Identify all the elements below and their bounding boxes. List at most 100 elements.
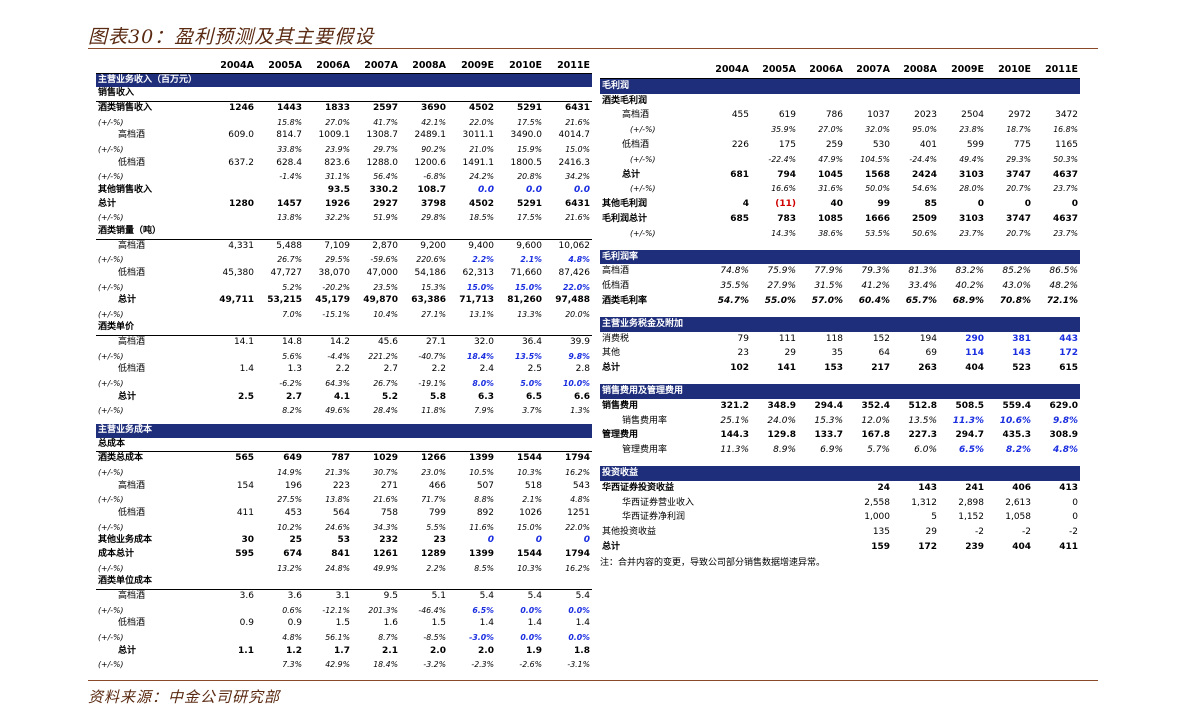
row-label: (+/-%) — [98, 522, 124, 532]
value-cell: 3747 — [1005, 169, 1031, 180]
value-cell: 6.3 — [478, 391, 494, 402]
value-cell: 0.0% — [520, 605, 542, 615]
value-cell: 20.0% — [565, 309, 590, 319]
value-cell: 21.0% — [469, 144, 494, 154]
row-label: (+/-%) — [98, 406, 124, 416]
value-cell: 49,870 — [363, 295, 398, 306]
value-cell: 0.9 — [239, 618, 254, 629]
value-cell: 2.7 — [383, 364, 398, 375]
value-cell: 794 — [777, 169, 796, 180]
value-cell — [208, 184, 256, 198]
value-cell: 681 — [730, 169, 749, 180]
value-cell: 2509 — [911, 213, 937, 224]
table-row: (+/-%)14.9%21.3%30.7%23.0%10.5%10.3%16.2… — [96, 466, 592, 480]
value-cell: 3.6 — [287, 590, 302, 601]
spacer-row — [600, 242, 1080, 250]
value-cell: 411 — [1059, 541, 1078, 552]
value-cell: 1029 — [372, 453, 398, 464]
value-cell — [208, 562, 256, 576]
value-cell: 27.9% — [767, 281, 796, 292]
value-cell: 609.0 — [228, 130, 254, 141]
section-header-row: 毛利润 — [600, 78, 1080, 94]
value-cell — [845, 94, 892, 109]
value-cell: 758 — [380, 508, 398, 518]
section-header-row: 主营业务收入（百万元） — [96, 73, 592, 88]
value-cell: 0.0 — [526, 184, 542, 195]
year-header: 2007A — [352, 59, 400, 74]
value-cell: 5.2 — [382, 391, 398, 402]
value-cell: 144.3 — [720, 430, 749, 441]
year-header: 2009E — [939, 63, 986, 79]
value-cell: 637.2 — [228, 157, 254, 168]
value-cell: 8.8% — [474, 495, 494, 505]
value-cell: 28.4% — [373, 406, 398, 416]
value-cell: 93.5 — [327, 184, 350, 195]
value-cell: 4637 — [1052, 169, 1078, 180]
value-cell: 1308.7 — [366, 130, 399, 141]
row-label: 华西证券营业收入 — [622, 497, 695, 508]
row-label: 总计 — [98, 198, 117, 209]
value-cell: 43.0% — [1002, 281, 1031, 292]
value-cell: -15.1% — [322, 309, 350, 319]
row-label: 销售费用率 — [622, 415, 668, 426]
value-cell: -6.2% — [279, 379, 302, 389]
value-cell — [208, 170, 256, 184]
value-cell — [751, 94, 798, 109]
year-header: 2004A — [704, 63, 751, 79]
header-blank — [600, 63, 704, 79]
table-row: (+/-%)35.9%27.0%32.0%95.0%23.8%18.7%16.8… — [600, 123, 1080, 138]
value-cell: 77.9% — [814, 266, 843, 277]
value-cell — [892, 94, 939, 109]
row-label: 其他毛利润 — [602, 199, 648, 210]
value-cell: 54.6% — [912, 184, 937, 194]
section-label: 销售费用及管理费用 — [600, 383, 1080, 399]
value-cell — [704, 94, 751, 109]
row-label: 总计 — [602, 541, 621, 552]
value-cell: -22.4% — [768, 154, 796, 164]
value-cell: 9.8% — [1053, 415, 1078, 426]
value-cell: 518 — [524, 480, 542, 491]
value-cell: 5.6% — [282, 351, 302, 361]
value-cell: 48.2% — [1049, 281, 1078, 292]
value-cell: 15.9% — [517, 144, 542, 154]
value-cell: 55.0% — [764, 295, 796, 306]
value-cell: 56.1% — [325, 632, 350, 642]
value-cell: 36.4 — [521, 337, 542, 348]
value-cell: 40 — [830, 199, 843, 210]
value-cell: 1,152 — [958, 512, 984, 523]
row-label: 销售费用 — [602, 400, 639, 411]
value-cell: 27.5% — [277, 495, 302, 505]
value-cell: 9,200 — [420, 240, 446, 251]
value-cell: 5.4 — [527, 590, 542, 601]
value-cell: 64 — [878, 348, 890, 359]
value-cell: 674 — [283, 548, 302, 559]
value-cell: 628.4 — [276, 157, 302, 168]
value-cell: 2597 — [372, 102, 398, 113]
value-cell: 6.5 — [526, 391, 542, 402]
value-cell: 3.6 — [239, 590, 254, 601]
value-cell: 29.3% — [1006, 154, 1031, 164]
value-cell: 14.2 — [329, 337, 350, 348]
value-cell: 330.2 — [369, 184, 398, 195]
value-cell: 348.9 — [767, 400, 796, 411]
value-cell: 239 — [965, 541, 984, 552]
value-cell: 47.9% — [818, 154, 843, 164]
value-cell: 565 — [235, 453, 254, 464]
value-cell: 443 — [1059, 333, 1078, 344]
value-cell: 775 — [1013, 139, 1031, 150]
row-label: (+/-%) — [98, 495, 124, 505]
table-row: 酒类毛利润 — [600, 94, 1080, 109]
value-cell: 30.7% — [373, 468, 398, 478]
value-cell — [798, 525, 845, 540]
value-cell: 3103 — [958, 169, 984, 180]
value-cell: 175 — [778, 139, 796, 150]
value-cell: 27.1 — [425, 337, 446, 348]
value-cell: 0.0% — [568, 632, 590, 642]
value-cell: 221.2% — [368, 351, 398, 361]
value-cell: -1.4% — [279, 172, 302, 182]
